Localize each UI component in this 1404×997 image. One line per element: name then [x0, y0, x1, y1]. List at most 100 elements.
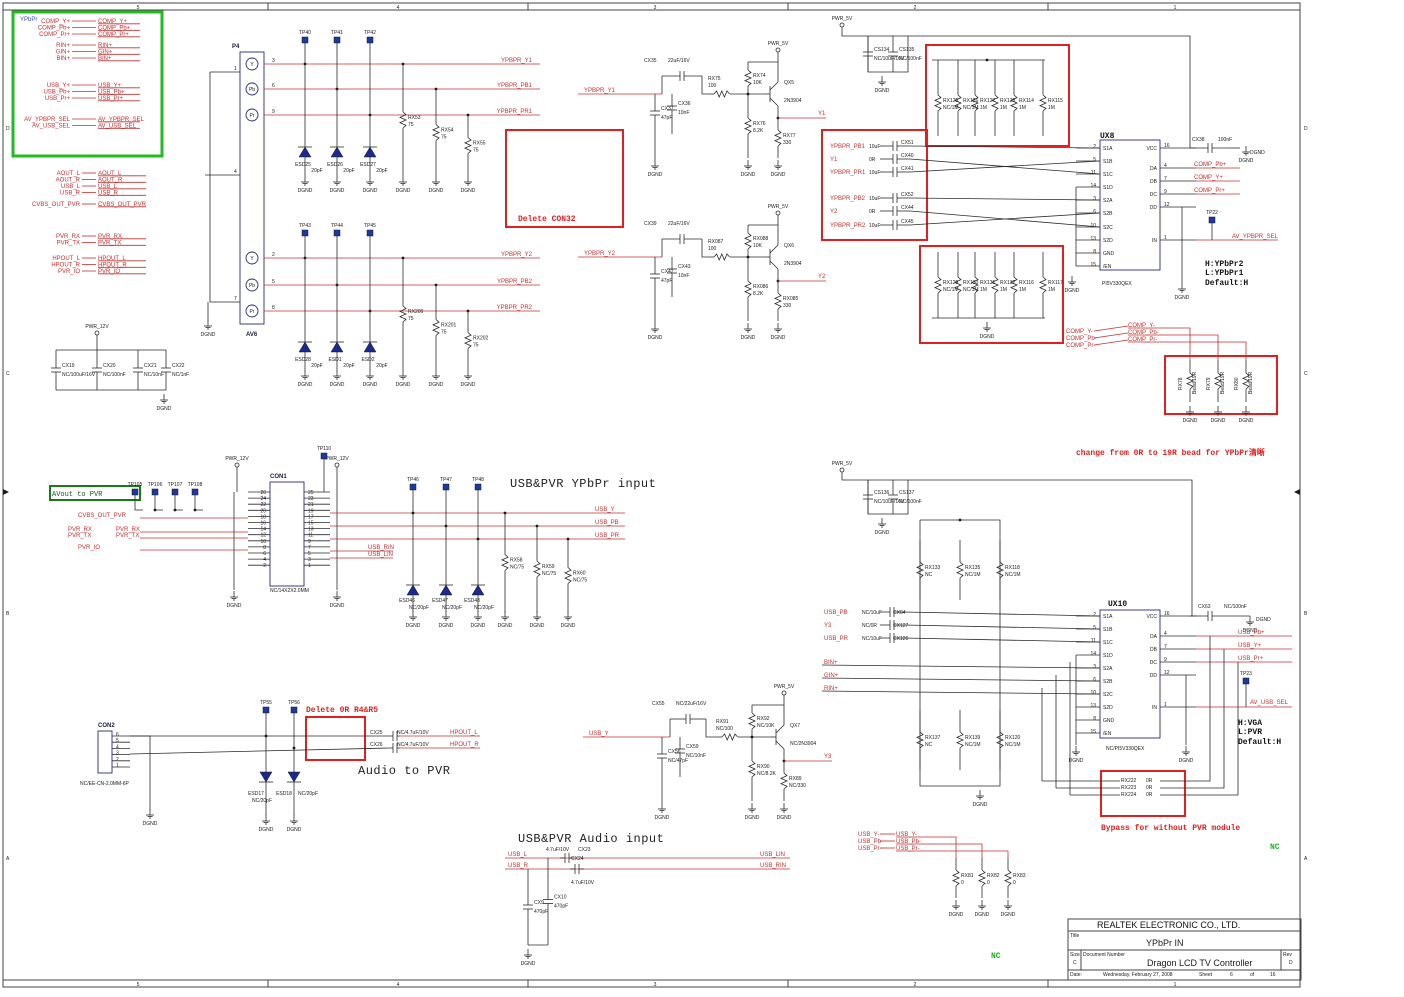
tvs-diode: [439, 584, 453, 596]
wire: [903, 624, 1101, 630]
ux10-pin-name: S2C: [1103, 692, 1113, 698]
wire: [903, 637, 1101, 643]
capacitor-ref: CX26: [370, 742, 383, 748]
net-label: AV_YPBPR_SEL: [1232, 234, 1279, 240]
ground-symbol: [1178, 283, 1186, 293]
size-label: Size: [1070, 952, 1080, 958]
test-point: [262, 706, 270, 714]
capacitor-ref: CX59: [686, 744, 699, 750]
date-value: Wednesday, February 27, 2008: [1103, 972, 1173, 978]
resistor: [564, 567, 572, 584]
capacitor-ref: CX10: [554, 895, 567, 901]
power-symbol: [775, 210, 781, 216]
capacitor-value: 47pF: [661, 115, 672, 121]
wire: [130, 735, 151, 810]
resistor: [399, 111, 407, 129]
net-label: Y1: [818, 111, 826, 117]
ground-symbol: [333, 176, 341, 186]
dgnd-label: DGND: [1250, 150, 1265, 156]
net-label: Y3: [824, 623, 832, 629]
con2-ref: CON2: [98, 723, 115, 729]
resistor: [748, 760, 756, 778]
ground-symbol: [262, 815, 270, 825]
resistor: [996, 561, 1004, 579]
dgnd-label: DGND: [330, 382, 345, 388]
net-label: GIN+: [824, 673, 839, 679]
resistor-value: 10K: [753, 243, 763, 249]
capacitor-ref: CS135: [899, 47, 915, 53]
con1-pin-number: 2: [263, 563, 266, 569]
net-label: COMP_Pr-: [1066, 343, 1095, 349]
resistor-value: NC/75: [573, 578, 587, 584]
dgnd-label: DGND: [330, 188, 345, 194]
test-point-label: TP106: [148, 482, 163, 488]
dgnd-label: DGND: [1243, 628, 1258, 634]
border-col-label: 2: [914, 5, 917, 11]
ux10-pin-name: DB: [1150, 647, 1158, 653]
ux10-pin-number: 7: [1164, 644, 1167, 650]
capacitor-value: NC/100nF: [899, 499, 922, 505]
resistor-ref: RX139: [965, 735, 981, 741]
bead-value: Bead/19R: [1248, 371, 1254, 394]
test-point: [366, 229, 374, 237]
capacitor-value: NC/1nF: [172, 372, 189, 378]
junction-dot: [173, 508, 177, 512]
esd-ref: ESD28: [295, 357, 311, 363]
dgnd-label: DGND: [330, 603, 345, 609]
resistor-ref: RX087: [708, 239, 724, 245]
avout-label: AVout to PVR: [52, 491, 103, 499]
con1-pin-number: 8: [263, 545, 266, 551]
net-label: RIN+: [824, 686, 838, 692]
net-label-right: USB_Pr+: [98, 96, 124, 102]
title-label: Title: [1070, 933, 1079, 939]
resistor: [748, 712, 756, 730]
bead-ref: RX79: [1206, 377, 1212, 390]
net-label-left: AOUT_L: [57, 171, 81, 177]
delete-r4r5-box: [305, 716, 366, 761]
dgnd-label: DGND: [143, 821, 158, 827]
dgnd-label: DGND: [439, 623, 454, 629]
bypass-note: Bypass for without PVR module: [1101, 824, 1240, 833]
dgnd-label: DGND: [201, 332, 216, 338]
ux10-pin-number: 10: [1090, 690, 1096, 696]
sheet-label: Sheet: [1199, 972, 1213, 978]
bead-box: [1164, 355, 1278, 415]
ux8-pin-number: 13: [1090, 236, 1096, 242]
esd-ref: ESD48: [464, 598, 480, 604]
resistor-value: 75: [441, 135, 447, 141]
ux10-pin-name: IN: [1152, 705, 1157, 711]
ground-symbol: [333, 370, 341, 380]
pin-number: 9: [272, 109, 275, 115]
net-label: COMP_Y-: [1066, 329, 1093, 335]
resistor-ref: RX59: [542, 564, 555, 570]
capacitor-ref: CS134: [874, 47, 890, 53]
rev-value: D: [1289, 960, 1293, 966]
power-label: PWR_5V: [768, 204, 789, 210]
test-point-label: TP22: [1206, 210, 1218, 216]
dgnd-label: DGND: [363, 382, 378, 388]
border-row-label: B: [6, 611, 10, 617]
sel-note: Default:H: [1238, 738, 1281, 747]
ux10-pin-number: 14: [1090, 651, 1096, 657]
pin-number: 4: [234, 169, 237, 175]
wire: [821, 677, 1101, 682]
resistor: [1186, 372, 1194, 390]
net-label-right: AV_YPBPR_SEL: [98, 117, 145, 123]
capacitor-value: 100nF: [1218, 137, 1232, 143]
power-symbol: [334, 462, 340, 468]
power-label: PWR_12V: [225, 456, 249, 462]
sel-note: Default:H: [1205, 279, 1248, 288]
net-label-right: USB_R: [98, 191, 119, 197]
size-value: C: [1073, 960, 1077, 966]
capacitor-value: NC/10nF: [686, 753, 706, 759]
test-point: [151, 488, 159, 496]
ux8-pin-number: 7: [1164, 176, 1167, 182]
resistor-ref: RX89: [789, 776, 802, 782]
resistor: [952, 869, 960, 887]
capacitor-value: NC/22uF/16V: [676, 701, 707, 707]
ux10-pin-name: DD: [1150, 673, 1158, 679]
border-row-label: C: [1304, 371, 1308, 377]
resistor-ref: RX92: [757, 716, 770, 722]
sel-note: H:YPbPr2: [1205, 260, 1244, 269]
net-label: YPBPR_Y2: [501, 252, 533, 258]
